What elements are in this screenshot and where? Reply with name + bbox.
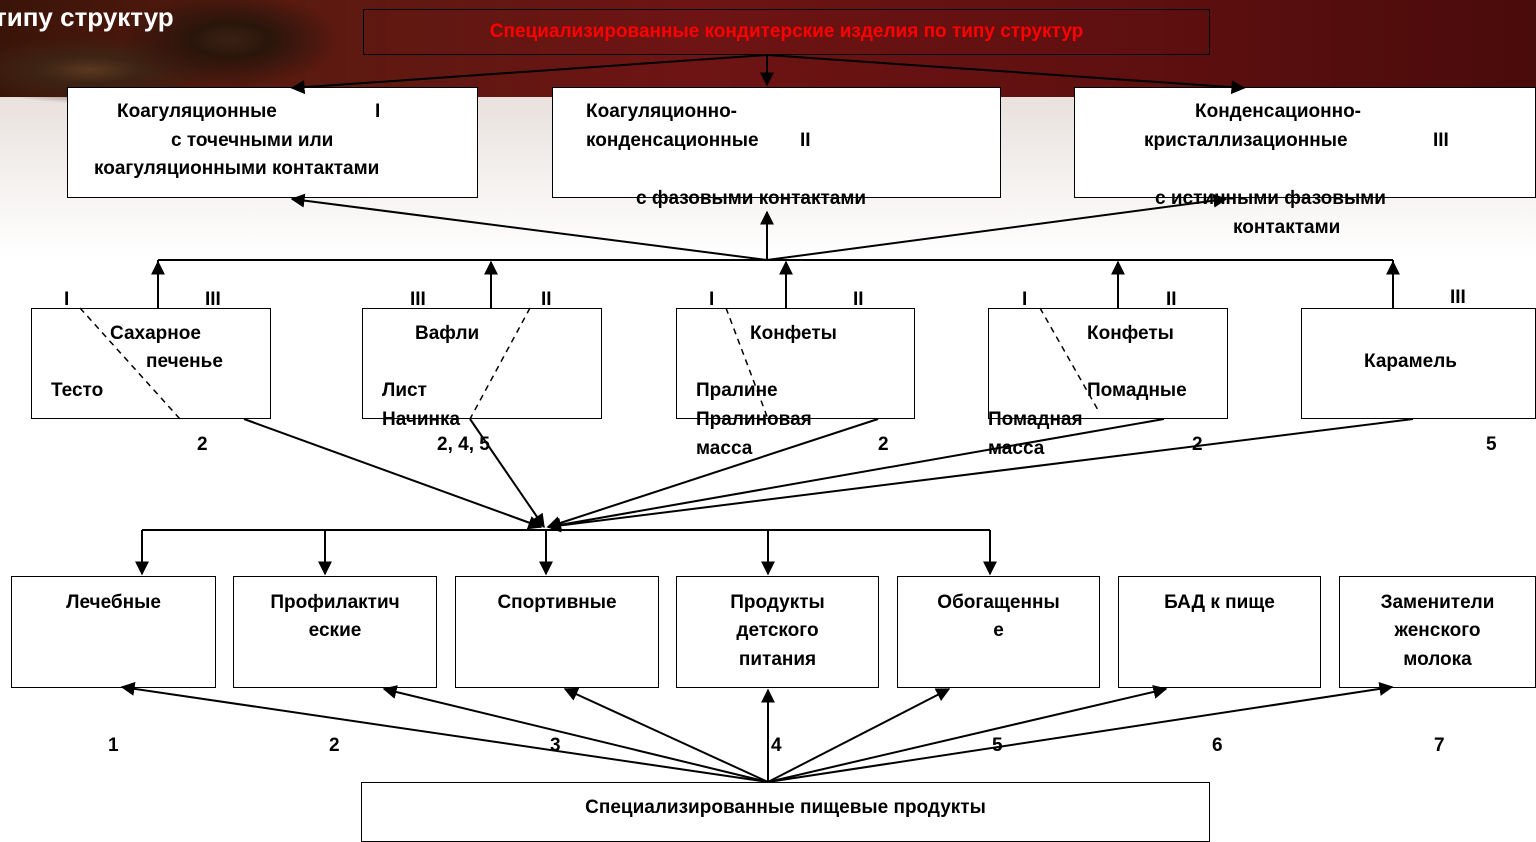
cat-milk-l3: молока: [1403, 649, 1472, 670]
fondant-number: 2: [1192, 434, 1203, 455]
condcryst-roman: III: [1433, 130, 1449, 151]
biscuit-number: 2: [197, 434, 208, 455]
fondant-sub1: Помадные: [1087, 380, 1187, 401]
cat-medical-l1: Лечебные: [66, 592, 161, 613]
arrow-bottom-to-sports: [563, 687, 769, 783]
box-category-medical: [11, 576, 216, 688]
fondant-right-mark: II: [1166, 289, 1177, 310]
condcryst-line2: кристаллизационные: [1144, 130, 1348, 151]
arrow-caramel-down: [546, 418, 1414, 533]
fondant-left-mark: I: [1022, 289, 1028, 310]
praline-sub1: Пралине: [696, 380, 778, 401]
praline-number: 2: [878, 434, 889, 455]
arrow-bottom-to-medical: [120, 681, 769, 783]
praline-right-mark: II: [853, 289, 864, 310]
cat-preventive-l1: Профилактич: [270, 592, 400, 613]
coagcond-extra: с фазовыми контактами: [636, 188, 867, 209]
box-product-wafers: [362, 308, 602, 419]
arrow-biscuit-down: [243, 418, 543, 530]
slide-title: типу структур: [0, 2, 174, 32]
arrow-to-condcryst-bottom: [766, 193, 1228, 261]
praline-left-mark: I: [709, 289, 715, 310]
box-category-preventive: [233, 576, 437, 688]
box-coag-condensation: [552, 87, 1001, 198]
biscuit-sub1: Тесто: [51, 380, 104, 401]
coagcond-line1: Коагуляционно-: [586, 101, 738, 122]
cat-number-1: 1: [108, 735, 119, 756]
wafers-left-mark: III: [410, 289, 426, 310]
cat-number-7: 7: [1434, 735, 1445, 756]
arrow-wafers-down: [469, 418, 545, 529]
cat-number-3: 3: [550, 735, 561, 756]
arrow-bottom-to-enriched: [767, 688, 951, 783]
caramel-number: 5: [1486, 434, 1497, 455]
cat-milk-l1: Заменители: [1380, 592, 1495, 613]
praline-title1: Конфеты: [750, 323, 837, 344]
caramel-right-mark: III: [1450, 287, 1466, 308]
box-category-supplements: [1118, 576, 1321, 688]
box-category-enriched: [897, 576, 1100, 688]
biscuit-dashed: [79, 307, 181, 420]
praline-dashed: [725, 307, 769, 420]
fondant-dashed: [1039, 307, 1099, 411]
coagcond-line2: конденсационные: [586, 130, 759, 151]
cat-milk-l2: женского: [1394, 620, 1481, 641]
biscuit-title2: печенье: [146, 351, 223, 372]
arrow-top-to-coag: [290, 54, 768, 95]
fondant-title1: Конфеты: [1087, 323, 1174, 344]
coag-roman: I: [375, 101, 381, 122]
cat-baby-l1: Продукты: [730, 592, 825, 613]
praline-sub3: масса: [696, 438, 753, 459]
cat-baby-l2: детского: [736, 620, 819, 641]
cat-number-4: 4: [771, 735, 782, 756]
cat-enriched-l1: Обогащенны: [937, 592, 1060, 613]
wafers-sub2: Начинка: [382, 409, 461, 430]
arrow-bottom-to-supplements: [767, 685, 1168, 783]
cat-supplements-l1: БАД к пище: [1164, 592, 1275, 613]
wafers-number: 2, 4, 5: [437, 434, 490, 455]
cat-sports-l1: Спортивные: [497, 592, 617, 613]
box-category-milk-substitutes: [1339, 576, 1536, 688]
biscuit-left-mark: I: [64, 289, 70, 310]
box-product-biscuit: [31, 308, 271, 419]
arrow-fondant-down: [546, 418, 1165, 532]
cat-number-2: 2: [329, 735, 340, 756]
cat-number-6: 6: [1212, 735, 1223, 756]
arrow-top-to-condcryst: [766, 54, 1246, 95]
wafers-dashed: [469, 307, 531, 420]
cat-number-5: 5: [992, 735, 1003, 756]
box-category-baby-food: [676, 576, 879, 688]
coagcond-roman: II: [800, 130, 811, 151]
wafers-title1: Вафли: [415, 323, 480, 344]
coag-line3: коагуляционными контактами: [94, 158, 380, 179]
top-title-box: [363, 9, 1210, 55]
box-product-praline: [676, 308, 915, 419]
arrow-to-coag-bottom: [290, 193, 768, 261]
wafers-right-mark: II: [541, 289, 552, 310]
caramel-title1: Карамель: [1364, 351, 1457, 372]
wafers-sub1: Лист: [382, 380, 427, 401]
fondant-sub2: Помадная: [988, 409, 1083, 430]
arrow-bottom-to-preventive: [382, 685, 769, 783]
praline-sub2: Пралиновая: [696, 409, 812, 430]
biscuit-right-mark: III: [205, 289, 221, 310]
biscuit-title1: Сахарное: [110, 323, 201, 344]
arrow-bottom-to-milk: [767, 681, 1394, 783]
bottom-box-label: Специализированные пищевые продукты: [585, 797, 986, 818]
cat-baby-l3: питания: [738, 649, 817, 670]
box-category-sports: [455, 576, 659, 688]
cat-enriched-l2: е: [993, 620, 1004, 641]
coag-line1: Коагуляционные: [117, 101, 277, 122]
cat-preventive-l2: еские: [308, 620, 362, 641]
box-product-fondant: [988, 308, 1228, 419]
box-coagulation: [67, 87, 478, 198]
box-product-caramel: [1301, 308, 1536, 419]
top-title-label: Специализированные кондитерские изделия …: [489, 21, 1084, 42]
arrow-praline-down: [546, 418, 879, 530]
condcryst-extra2: контактами: [1233, 217, 1341, 238]
coag-line2: с точечными или: [171, 130, 334, 151]
condcryst-line1: Конденсационно-: [1195, 101, 1361, 122]
